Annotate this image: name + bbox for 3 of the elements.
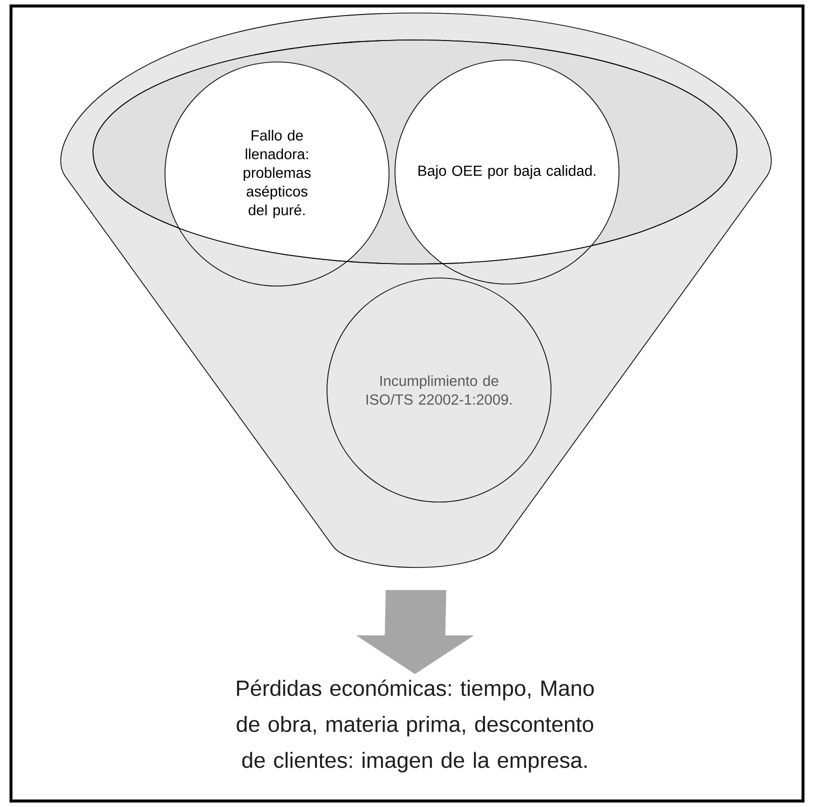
funnel-drawing: [60, 12, 772, 568]
block-arrow: [356, 590, 474, 674]
result-text: Pérdidas económicas: tiempo, Mano de obra, materia prima, descontento de clientes: imagen de la empresa.: [236, 680, 594, 772]
